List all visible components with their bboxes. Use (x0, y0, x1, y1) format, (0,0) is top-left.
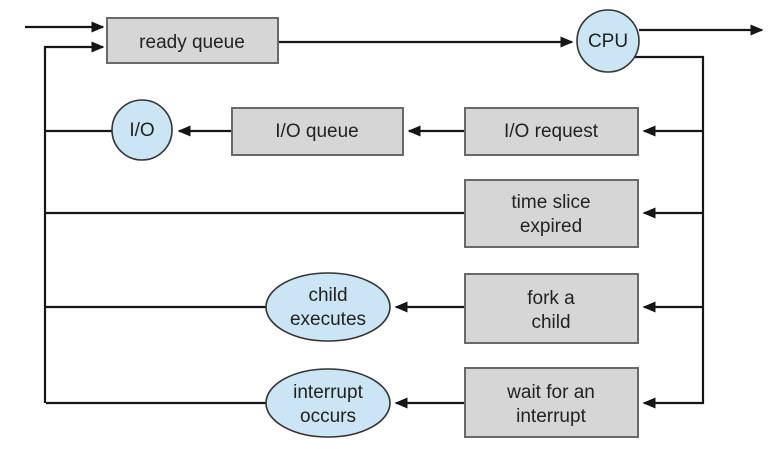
time-slice-expired-label-line2: expired (520, 216, 582, 237)
ready-queue-box (106, 17, 279, 64)
io-queue-box (231, 107, 404, 156)
interrupt-occurs-label-line2: occurs (300, 406, 356, 427)
child-executes-label-line2: executes (290, 309, 366, 330)
io-circle (111, 99, 173, 161)
interrupt-occurs-ellipse (265, 368, 391, 438)
edge-feedback-rail-to-ready-queue (43, 41, 105, 403)
edge-cpu-right-rail-to-wait (630, 55, 705, 409)
child-executes-label-line1: child (308, 285, 347, 306)
cpu-circle (576, 9, 640, 73)
cpu-label: CPU (588, 31, 628, 52)
interrupt-occurs-label-line1: interrupt (293, 382, 363, 403)
wait-for-interrupt-box (464, 367, 639, 438)
fork-a-child-label-line1: fork a (527, 288, 575, 309)
wait-for-interrupt-label-line1: wait for an (506, 382, 595, 403)
wait-for-interrupt-label-line2: interrupt (516, 406, 586, 427)
ready-queue-label: ready queue (139, 32, 245, 53)
fork-a-child-box (464, 273, 639, 344)
fork-a-child-label-line2: child (531, 312, 570, 333)
child-executes-ellipse (265, 272, 391, 342)
time-slice-expired-label-line1: time slice (511, 192, 590, 213)
io-request-box (464, 107, 639, 156)
io-queue-label: I/O queue (275, 121, 358, 142)
io-label: I/O (129, 120, 154, 141)
time-slice-expired-box (464, 179, 639, 248)
io-request-label: I/O request (504, 121, 599, 142)
